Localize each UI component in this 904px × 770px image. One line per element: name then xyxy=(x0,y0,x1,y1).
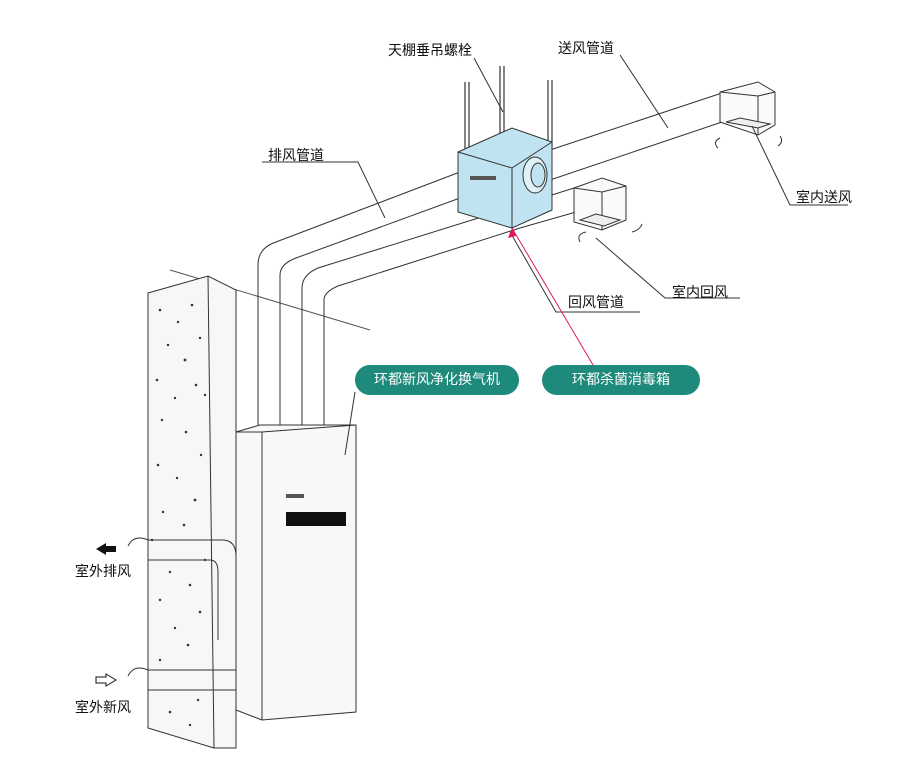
fresh-air-arrow-icon xyxy=(95,673,117,687)
label-outdoor-exhaust: 室外排风 xyxy=(75,564,131,580)
wall xyxy=(147,275,237,749)
sterilizer-pointer-arrow-icon xyxy=(508,228,516,238)
supply-duct-pipe xyxy=(549,92,723,181)
ventilator-unit xyxy=(235,424,357,721)
indoor-return-grille xyxy=(573,177,643,243)
label-exhaust-duct: 排风管道 xyxy=(268,148,324,164)
label-indoor-return: 室内回风 xyxy=(672,285,728,301)
outdoor-pipes xyxy=(127,537,237,691)
callout-lines xyxy=(262,54,848,456)
label-return-duct: 回风管道 xyxy=(568,295,624,311)
exhaust-duct-pipe xyxy=(257,171,461,425)
badge-ventilator: 环都新风净化换气机 xyxy=(355,365,519,395)
indoor-supply-diffuser xyxy=(714,81,783,149)
label-outdoor-fresh: 室外新风 xyxy=(75,700,131,716)
label-ceiling-bolts: 天棚垂吊螺栓 xyxy=(388,43,472,59)
sterilizer-box xyxy=(457,127,553,229)
badge-sterilizer: 环都杀菌消毒箱 xyxy=(542,365,700,395)
exhaust-arrow-icon xyxy=(96,543,116,555)
sterilizer-pointer-line xyxy=(511,227,597,371)
label-supply-duct: 送风管道 xyxy=(558,41,614,57)
label-indoor-supply: 室内送风 xyxy=(796,190,852,206)
